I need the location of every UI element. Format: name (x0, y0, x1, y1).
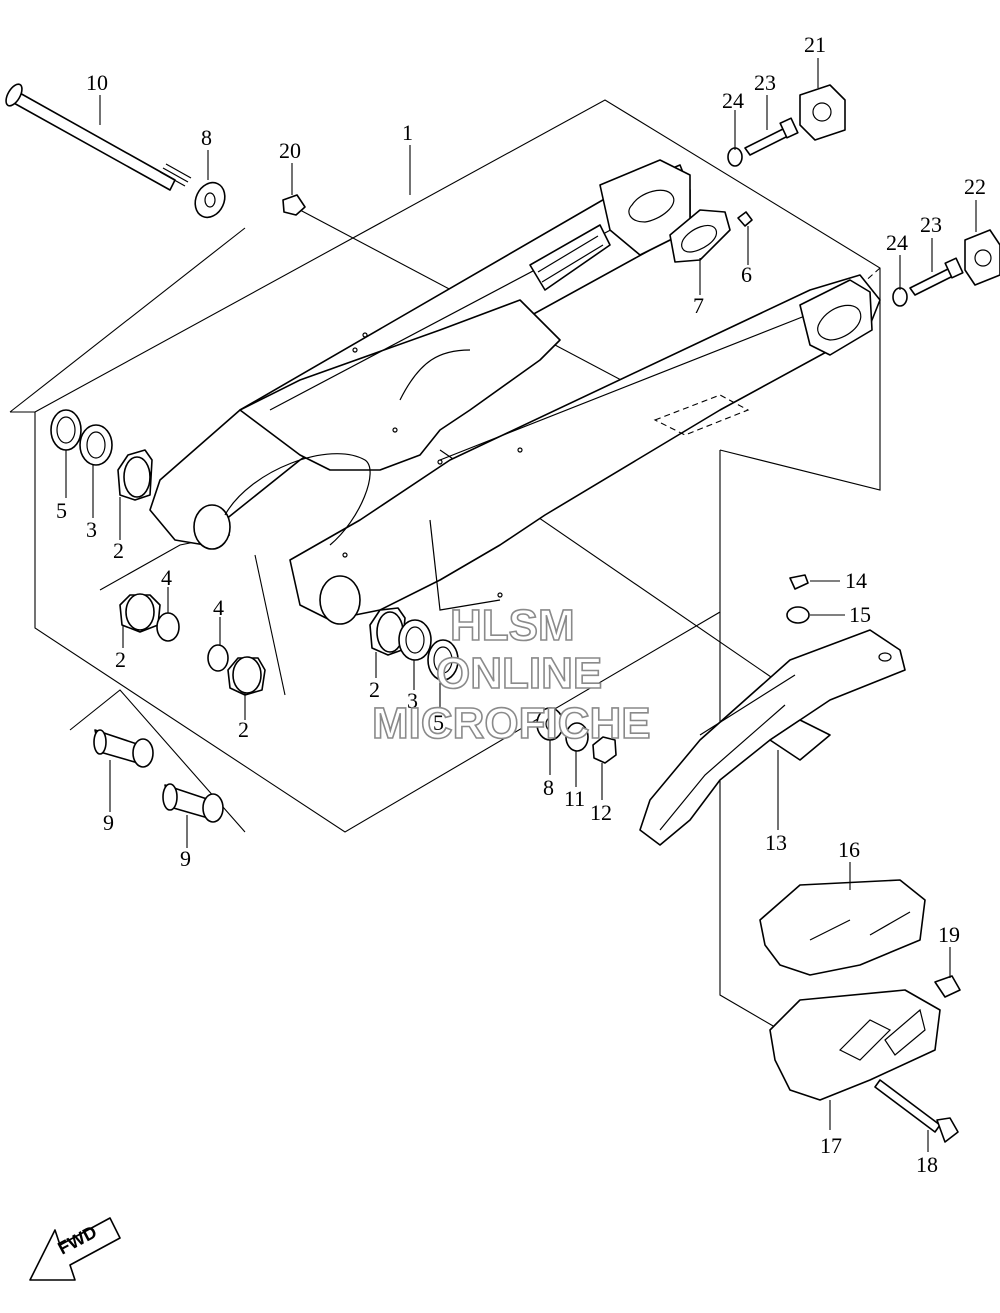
washer-24-top (727, 147, 743, 167)
watermark-line-2: ONLINE (436, 649, 602, 698)
callout-17: 17 (820, 1133, 842, 1158)
callout-2b: 2 (115, 647, 126, 672)
callout-15: 15 (849, 602, 871, 627)
chain-guide-16 (759, 879, 926, 976)
screw-6 (737, 211, 753, 227)
seal-4-lower (156, 612, 180, 642)
chain-guide-plate-17 (769, 989, 941, 1101)
callout-1: 1 (402, 120, 413, 145)
cap-plate-7 (669, 209, 731, 263)
callout-11: 11 (564, 786, 585, 811)
callout-7: 7 (693, 293, 704, 318)
callout-20: 20 (279, 138, 301, 163)
seal-4-mid (207, 644, 229, 672)
callout-3a: 3 (86, 517, 97, 542)
callout-18: 18 (916, 1152, 938, 1177)
callout-23a: 23 (754, 70, 776, 95)
callout-2d: 2 (369, 677, 380, 702)
washer-15 (786, 606, 810, 624)
washer-11 (565, 722, 589, 752)
adjuster-bolt-23-right (909, 267, 956, 296)
callout-12: 12 (590, 800, 612, 825)
adjuster-bolt-23-top (744, 127, 791, 156)
bolt-18 (874, 1079, 941, 1133)
callout-2a: 2 (113, 538, 124, 563)
callout-6: 6 (741, 262, 752, 287)
pivot-shaft (5, 83, 192, 191)
watermark-line-1: HLSM (450, 601, 575, 650)
watermark-line-3: MICROFICHE (372, 699, 651, 748)
chain-adjuster-block-22 (964, 229, 1000, 286)
nut-20 (282, 194, 306, 216)
screw-14 (789, 574, 809, 590)
callout-16: 16 (838, 837, 860, 862)
callout-10: 10 (86, 70, 108, 95)
callout-9b: 9 (180, 846, 191, 871)
washer-8-top (194, 181, 226, 219)
bolt-19 (934, 975, 961, 998)
chain-adjuster-block-21 (799, 84, 846, 141)
fwd-arrow: FWD (29, 1217, 121, 1281)
callout-5b: 5 (433, 710, 444, 735)
callout-4b: 4 (213, 595, 224, 620)
callout-14: 14 (845, 568, 867, 593)
callout-5a: 5 (56, 498, 67, 523)
spacer-3-left (79, 424, 113, 466)
callout-24a: 24 (722, 88, 744, 113)
watermark: HLSM ONLINE MICROFICHE (371, 600, 651, 749)
callout-24b: 24 (886, 230, 908, 255)
callout-3b: 3 (407, 688, 418, 713)
callout-22: 22 (964, 174, 986, 199)
callout-4a: 4 (161, 565, 172, 590)
callout-leaders (65, 58, 977, 1152)
seal-5-left (50, 409, 82, 451)
swingarm-body (149, 159, 881, 625)
callout-2c: 2 (238, 717, 249, 742)
callout-23b: 23 (920, 212, 942, 237)
washer-24-right (892, 287, 908, 307)
callout-labels: 1 2 2 2 2 2 3 3 4 4 5 5 6 7 8 8 9 9 10 1… (56, 32, 986, 1177)
callout-8a: 8 (201, 125, 212, 150)
callout-19: 19 (938, 922, 960, 947)
nut-12 (592, 736, 617, 764)
callout-9a: 9 (103, 810, 114, 835)
callout-8b: 8 (543, 775, 554, 800)
callout-13: 13 (765, 830, 787, 855)
seal-5-right (427, 639, 459, 681)
callout-21: 21 (804, 32, 826, 57)
spacer-3-right (398, 619, 432, 661)
